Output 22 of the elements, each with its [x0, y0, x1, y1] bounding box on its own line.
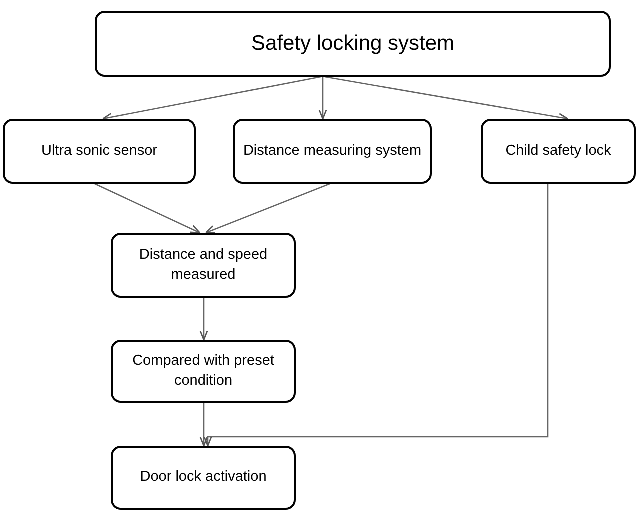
process-box	[481, 119, 636, 184]
arrow	[200, 298, 208, 341]
box-label: Door lock activation	[140, 468, 267, 488]
arrow	[318, 77, 328, 120]
arrow	[200, 403, 208, 447]
arrow	[324, 76, 569, 122]
box-label: Distance measuring system	[243, 142, 422, 161]
process-box	[233, 119, 432, 184]
box-label: Child safety lock	[506, 142, 612, 161]
process-box	[111, 340, 296, 403]
arrow	[94, 183, 201, 234]
process-box	[111, 233, 296, 298]
process-box	[3, 119, 196, 184]
process-box	[95, 11, 611, 77]
process-box	[111, 446, 296, 510]
box-label: Ultra sonic sensor	[41, 142, 158, 161]
arrow	[102, 76, 322, 122]
arrow	[204, 184, 549, 447]
box-label: Safety locking system	[251, 30, 455, 57]
box-label: Compared with preset condition	[132, 352, 276, 390]
arrow	[205, 183, 330, 234]
box-label: Distance and speed measured	[138, 246, 269, 284]
